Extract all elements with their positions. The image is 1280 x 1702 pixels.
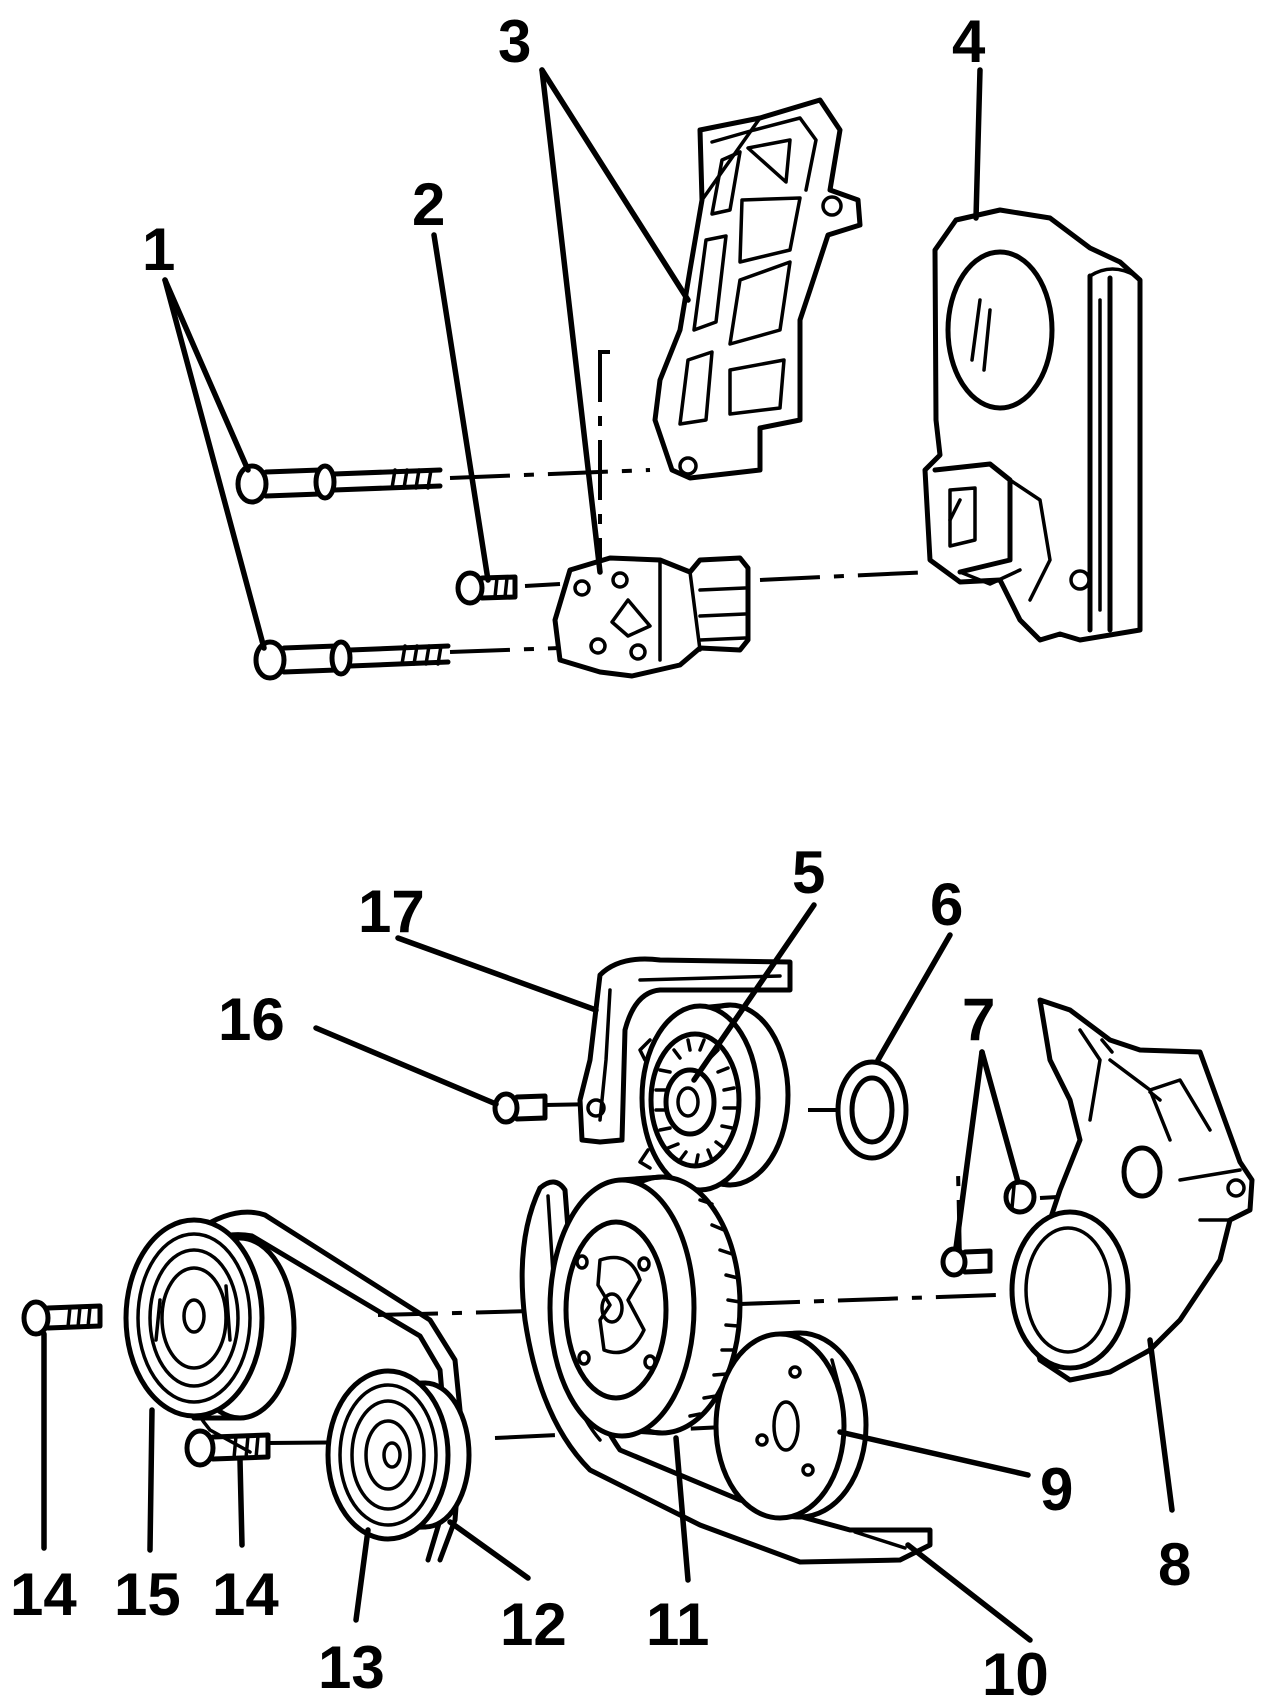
bolt-part-7 bbox=[940, 1246, 993, 1278]
callout-2: 2 bbox=[412, 171, 445, 238]
callout-14-right: 14 bbox=[212, 1561, 279, 1628]
crankshaft-pulley-part-11 bbox=[547, 1174, 743, 1439]
bolt-part-1-lower bbox=[253, 639, 451, 681]
tensioner-pulley-part-5 bbox=[638, 1002, 791, 1193]
callout-3: 3 bbox=[498, 8, 531, 75]
callout-16: 16 bbox=[218, 986, 285, 1053]
callout-numbers: 1 2 3 4 5 6 7 8 9 10 11 12 13 14 14 15 1… bbox=[10, 8, 1191, 1702]
callout-11: 11 bbox=[646, 1591, 709, 1658]
callout-7: 7 bbox=[962, 986, 995, 1053]
damper-pulley-part-9 bbox=[713, 1330, 869, 1521]
washer-part-6 bbox=[835, 1059, 909, 1161]
callout-12: 12 bbox=[500, 1591, 567, 1658]
bracket-part-3-upper bbox=[652, 97, 863, 481]
assembly-lines-top bbox=[449, 350, 931, 654]
callout-17: 17 bbox=[358, 878, 425, 945]
callout-10: 10 bbox=[982, 1641, 1049, 1702]
bracket-part-3-lower bbox=[552, 555, 751, 679]
lower-cover-part-8 bbox=[1009, 997, 1255, 1383]
callout-1: 1 bbox=[142, 216, 175, 283]
bolt-part-14-left bbox=[21, 1299, 103, 1337]
leader-lines bbox=[41, 67, 1175, 1643]
nut-part-7 bbox=[1003, 1179, 1037, 1215]
callout-8: 8 bbox=[1158, 1531, 1191, 1598]
bolt-part-1-upper bbox=[235, 463, 443, 505]
callout-14-left: 14 bbox=[10, 1561, 77, 1628]
tensioner-arm-part-17 bbox=[577, 956, 793, 1145]
bolt-part-16 bbox=[492, 1091, 548, 1125]
callout-6: 6 bbox=[930, 871, 963, 938]
timing-cover-part-4 bbox=[922, 207, 1143, 643]
callout-13: 13 bbox=[318, 1634, 385, 1701]
callout-4: 4 bbox=[952, 8, 986, 75]
callout-5: 5 bbox=[792, 839, 825, 906]
pulley-part-13 bbox=[325, 1368, 472, 1542]
callout-15: 15 bbox=[114, 1561, 181, 1628]
callout-9: 9 bbox=[1040, 1456, 1073, 1523]
bolt-part-14-right bbox=[184, 1428, 271, 1468]
double-pulley-part-15 bbox=[123, 1217, 297, 1421]
bolt-part-2 bbox=[455, 570, 518, 606]
